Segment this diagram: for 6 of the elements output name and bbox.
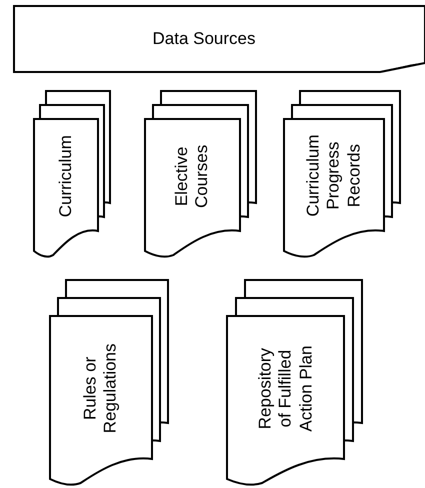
document-label: Curriculum Progress Records — [303, 134, 364, 220]
document-label: Curriculum — [56, 134, 76, 220]
document-label: Elective Courses — [172, 143, 212, 210]
banner-title: Data Sources — [152, 29, 256, 49]
document-label: Repository of Fulfilled Action Plan — [254, 344, 316, 434]
document-label: Rules or Regulations — [80, 342, 121, 436]
